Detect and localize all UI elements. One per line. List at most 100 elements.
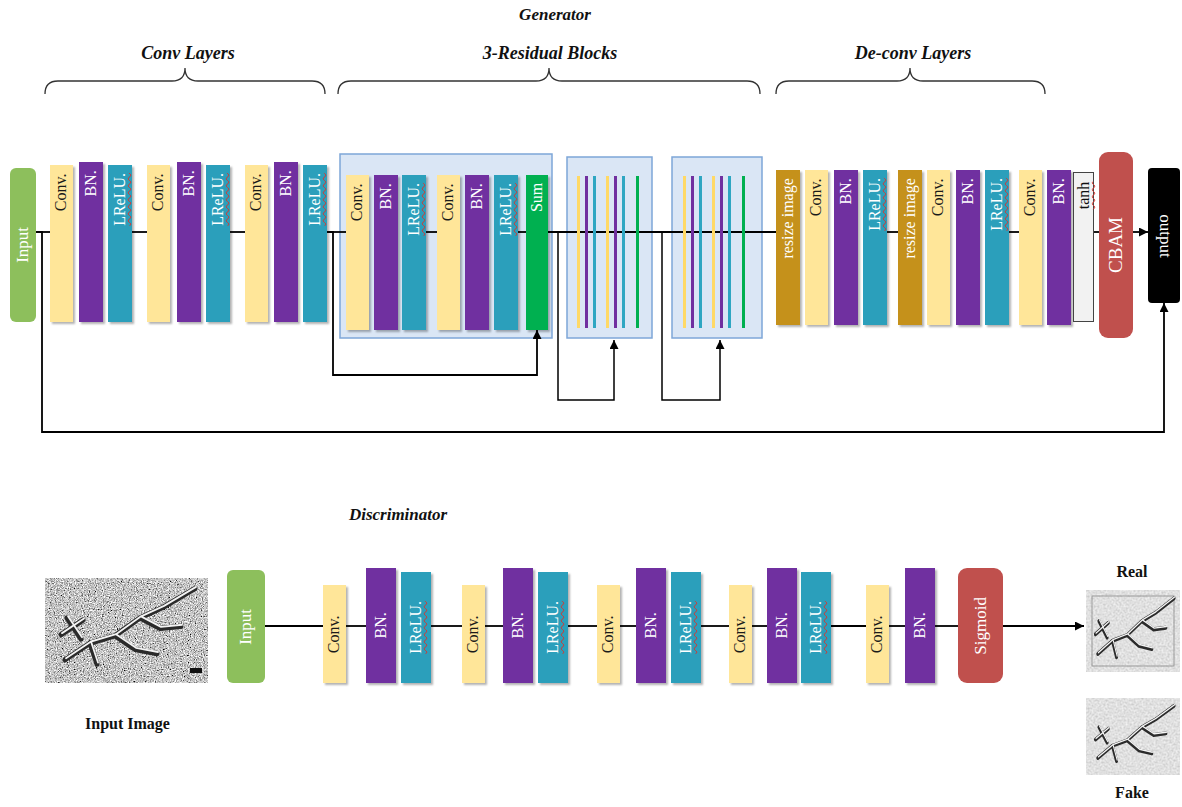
layer-strip: [712, 176, 715, 328]
lrelu-layer: LReLU.: [206, 165, 230, 322]
layer-label: BN.: [378, 183, 395, 209]
batchnorm-layer: BN.: [1047, 170, 1071, 325]
layer-label: LReLU.: [210, 173, 227, 226]
layer-label: Conv.: [150, 173, 167, 211]
input-block: Input: [10, 168, 36, 322]
layer-label: LReLU.: [545, 601, 562, 654]
flow-line: [752, 625, 767, 627]
layer-label: Conv.: [53, 173, 70, 211]
layer-label: LReLU.: [307, 173, 324, 226]
residual-block: [672, 157, 762, 338]
image-caption: Input Image: [40, 716, 215, 733]
layer-strip: [622, 176, 625, 328]
layer-label: Conv.: [869, 615, 886, 653]
layer-label: Conv.: [440, 183, 457, 221]
image-panel: Fake: [1084, 696, 1180, 802]
flow-line: [132, 231, 147, 233]
layer-label: Conv.: [930, 178, 947, 216]
crack-figure: [61, 587, 196, 664]
flow-line: [887, 231, 898, 233]
conv-layer: Conv.: [927, 170, 950, 325]
layer-strip: [742, 176, 745, 328]
noisy-image: [45, 578, 208, 683]
flow-line: [485, 625, 503, 627]
image-frame: [1092, 596, 1174, 666]
cbam-block: CBAM: [1099, 152, 1133, 338]
layer-strip: [593, 176, 596, 328]
scale-bar: [190, 668, 202, 673]
batchnorm-layer: BN.: [177, 162, 201, 322]
layer-strip: [636, 176, 639, 328]
batchnorm-layer: BN.: [79, 162, 103, 322]
layer-strip: [683, 176, 686, 328]
layer-label: BN.: [774, 612, 791, 638]
layer-label: output: [1155, 214, 1173, 257]
flow-line: [935, 625, 958, 627]
flow-line: [1009, 231, 1019, 233]
conv-layer: Conv.: [147, 165, 170, 322]
conv-layer: Conv.: [805, 170, 828, 325]
lrelu-layer: LReLU.: [303, 165, 327, 322]
layer-label: Conv.: [248, 173, 265, 211]
section-heading: Generator: [519, 6, 591, 25]
section-heading: Conv Layers: [141, 44, 235, 64]
layer-label: BN.: [373, 612, 390, 638]
flow-line: [568, 625, 597, 627]
layer-label: Conv.: [465, 615, 482, 653]
flow-line: [701, 625, 729, 627]
layer-label: Input: [14, 227, 32, 263]
section-heading: Discriminator: [349, 506, 447, 525]
layer-strip: [614, 176, 617, 328]
conv-layer: Conv.: [729, 585, 752, 683]
lrelu-layer: LReLU.: [863, 170, 887, 325]
resize-layer: resize image: [776, 170, 800, 325]
layer-label: LReLU.: [808, 601, 825, 654]
batchnorm-layer: BN.: [834, 170, 858, 325]
conv-layer: Conv.: [245, 165, 268, 322]
layer-label: BN.: [643, 612, 660, 638]
layer-label: LReLU.: [498, 183, 515, 236]
layer-label: Conv.: [808, 178, 825, 216]
batchnorm-layer: BN.: [374, 175, 398, 330]
conv-layer: Conv.: [462, 585, 485, 683]
lrelu-layer: LReLU.: [494, 175, 518, 330]
batchnorm-layer: BN.: [274, 162, 298, 322]
batchnorm-layer: BN.: [905, 568, 935, 683]
layer-label: BN.: [1051, 178, 1068, 204]
layer-strip: [728, 176, 731, 328]
skip-line: [558, 232, 614, 400]
image-panel: Real: [1084, 564, 1180, 674]
batchnorm-layer: BN.: [503, 568, 533, 683]
batchnorm-layer: BN.: [465, 175, 489, 330]
layer-label: LReLU.: [406, 183, 423, 236]
batchnorm-layer: BN.: [956, 170, 980, 325]
fake-image: [1086, 698, 1180, 775]
section-heading: 3-Residual Blocks: [483, 44, 618, 64]
flow-arrow: [1133, 231, 1148, 233]
output-block: output: [1148, 168, 1180, 303]
real-image: [1086, 590, 1180, 672]
conv-layer: Conv.: [866, 585, 889, 683]
layer-strip: [699, 176, 702, 328]
layer-label: BN.: [181, 170, 198, 196]
conv-layer: Conv.: [50, 165, 73, 322]
crack-figure: [1095, 705, 1174, 762]
layer-label: CBAM: [1106, 217, 1126, 273]
residual-block: [340, 154, 552, 338]
sum-block: Sum: [526, 175, 548, 330]
crack-figure: [1095, 597, 1174, 657]
conv-layer: Conv.: [1019, 170, 1042, 325]
flow-line: [620, 625, 636, 627]
flow-line: [831, 625, 866, 627]
layer-label: Conv.: [349, 183, 366, 221]
resize-layer: resize image: [898, 170, 922, 325]
conv-layer: Conv.: [597, 585, 620, 683]
layer-strip: [691, 176, 694, 328]
flow-line: [426, 231, 437, 233]
layer-label: BN.: [838, 178, 855, 204]
residual-block: [567, 157, 652, 338]
lrelu-layer: LReLU.: [671, 572, 701, 683]
